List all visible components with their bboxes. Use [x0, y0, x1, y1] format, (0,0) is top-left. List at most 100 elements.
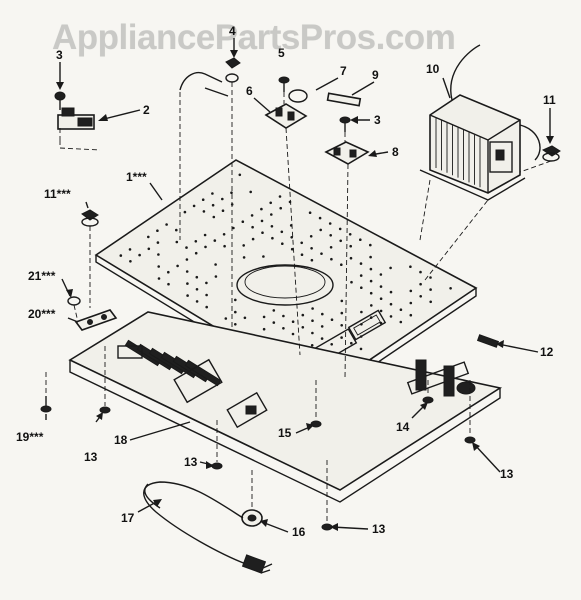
- perforation-hole: [212, 215, 216, 219]
- perforation-hole: [379, 273, 383, 276]
- perforation-hole: [310, 344, 314, 347]
- perforation-hole: [330, 318, 334, 322]
- perforation-hole: [205, 305, 208, 309]
- perforation-hole: [311, 319, 314, 323]
- perforation-hole: [242, 244, 245, 247]
- perforation-hole: [419, 282, 422, 286]
- perforation-hole: [320, 337, 324, 340]
- perforation-hole: [156, 241, 160, 244]
- perforation-hole: [262, 315, 266, 319]
- perforation-hole: [223, 244, 226, 248]
- callout-2-connector: 2: [143, 103, 150, 117]
- perforation-hole: [221, 197, 224, 201]
- perforation-hole: [249, 190, 252, 194]
- perforation-hole: [340, 299, 344, 303]
- perforation-hole: [360, 286, 363, 290]
- callout-12-screw: 12: [540, 345, 554, 359]
- perforation-hole: [340, 324, 344, 327]
- perforation-hole: [349, 256, 353, 260]
- perforation-hole: [360, 310, 363, 314]
- perforation-hole: [409, 265, 412, 269]
- perforation-hole: [128, 248, 132, 251]
- perforation-hole: [429, 300, 433, 304]
- perforation-hole: [269, 201, 273, 205]
- perforation-hole: [205, 293, 208, 297]
- perforation-hole: [301, 326, 305, 329]
- perforation-hole: [186, 294, 189, 297]
- callout-11-nut-left: 11***: [44, 187, 71, 201]
- callout-10-transformer: 10: [426, 62, 440, 76]
- perforation-hole: [389, 315, 393, 318]
- callout-15-screw: 15: [278, 426, 292, 440]
- callout-13-screw-bottom: 13: [372, 522, 386, 536]
- perforation-hole: [242, 256, 246, 259]
- perforation-hole: [201, 198, 205, 201]
- perforation-hole: [328, 222, 332, 225]
- perforation-hole: [349, 244, 353, 248]
- leader-arrows: [45, 38, 554, 533]
- perforation-hole: [300, 241, 304, 245]
- perforation-hole: [282, 327, 285, 330]
- perforation-hole: [156, 229, 159, 232]
- perforation-hole: [291, 332, 295, 336]
- perforation-hole: [281, 242, 284, 245]
- perforation-hole: [234, 310, 237, 314]
- perforation-hole: [310, 258, 314, 262]
- callout-18-chassis: 18: [114, 433, 128, 447]
- perforation-hole: [338, 227, 342, 231]
- perforation-hole: [147, 235, 150, 239]
- perforation-hole: [194, 251, 198, 255]
- perforation-hole: [270, 213, 273, 216]
- perforation-hole: [214, 263, 217, 266]
- perforation-hole: [147, 247, 151, 251]
- perforation-hole: [369, 243, 372, 247]
- callout-5-screw: 5: [278, 46, 285, 60]
- perforation-hole: [359, 238, 362, 241]
- callout-20-bracket: 20***: [28, 307, 56, 321]
- perforation-hole: [119, 254, 123, 257]
- perforation-hole: [359, 274, 363, 277]
- perforation-hole: [250, 214, 254, 217]
- perforation-hole: [291, 320, 295, 324]
- perforation-hole: [232, 226, 235, 230]
- perforation-hole: [234, 323, 237, 326]
- perforation-hole: [300, 253, 304, 256]
- perforation-hole: [129, 260, 132, 263]
- perforation-hole: [409, 301, 413, 305]
- perforation-hole: [340, 263, 343, 267]
- perforation-hole: [339, 239, 343, 243]
- perforation-hole: [224, 317, 228, 320]
- perforation-hole: [183, 210, 187, 214]
- callout-8-bracket: 8: [392, 145, 399, 159]
- perforation-hole: [310, 247, 313, 250]
- perforation-hole: [379, 321, 383, 325]
- perforation-hole: [449, 287, 452, 290]
- small-parts: [40, 57, 561, 531]
- perforation-hole: [409, 289, 413, 293]
- perforation-hole: [429, 276, 432, 279]
- perforation-hole: [230, 191, 233, 194]
- perforation-hole: [279, 206, 283, 210]
- perforation-hole: [271, 236, 274, 240]
- callout-1-plate: 1***: [126, 170, 147, 184]
- callout-13-screw-center: 13: [184, 455, 198, 469]
- perforation-hole: [399, 320, 403, 324]
- perforation-hole: [350, 341, 353, 345]
- perforation-hole: [167, 270, 170, 274]
- callout-6-switch: 6: [246, 84, 253, 98]
- perforation-hole: [175, 240, 179, 244]
- perforation-hole: [409, 313, 413, 317]
- callout-17-power-cord: 17: [121, 511, 135, 525]
- assembly-lines: [45, 82, 552, 522]
- callout-14-screw: 14: [396, 420, 410, 434]
- perforation-hole: [329, 246, 333, 249]
- perforation-hole: [165, 223, 168, 226]
- perforation-hole: [241, 220, 245, 223]
- perforation-hole: [311, 331, 314, 335]
- perforation-hole: [260, 207, 263, 211]
- perforation-hole: [195, 288, 199, 291]
- base-chassis-part-18: [68, 311, 503, 503]
- callout-9-fuse: 9: [372, 68, 379, 82]
